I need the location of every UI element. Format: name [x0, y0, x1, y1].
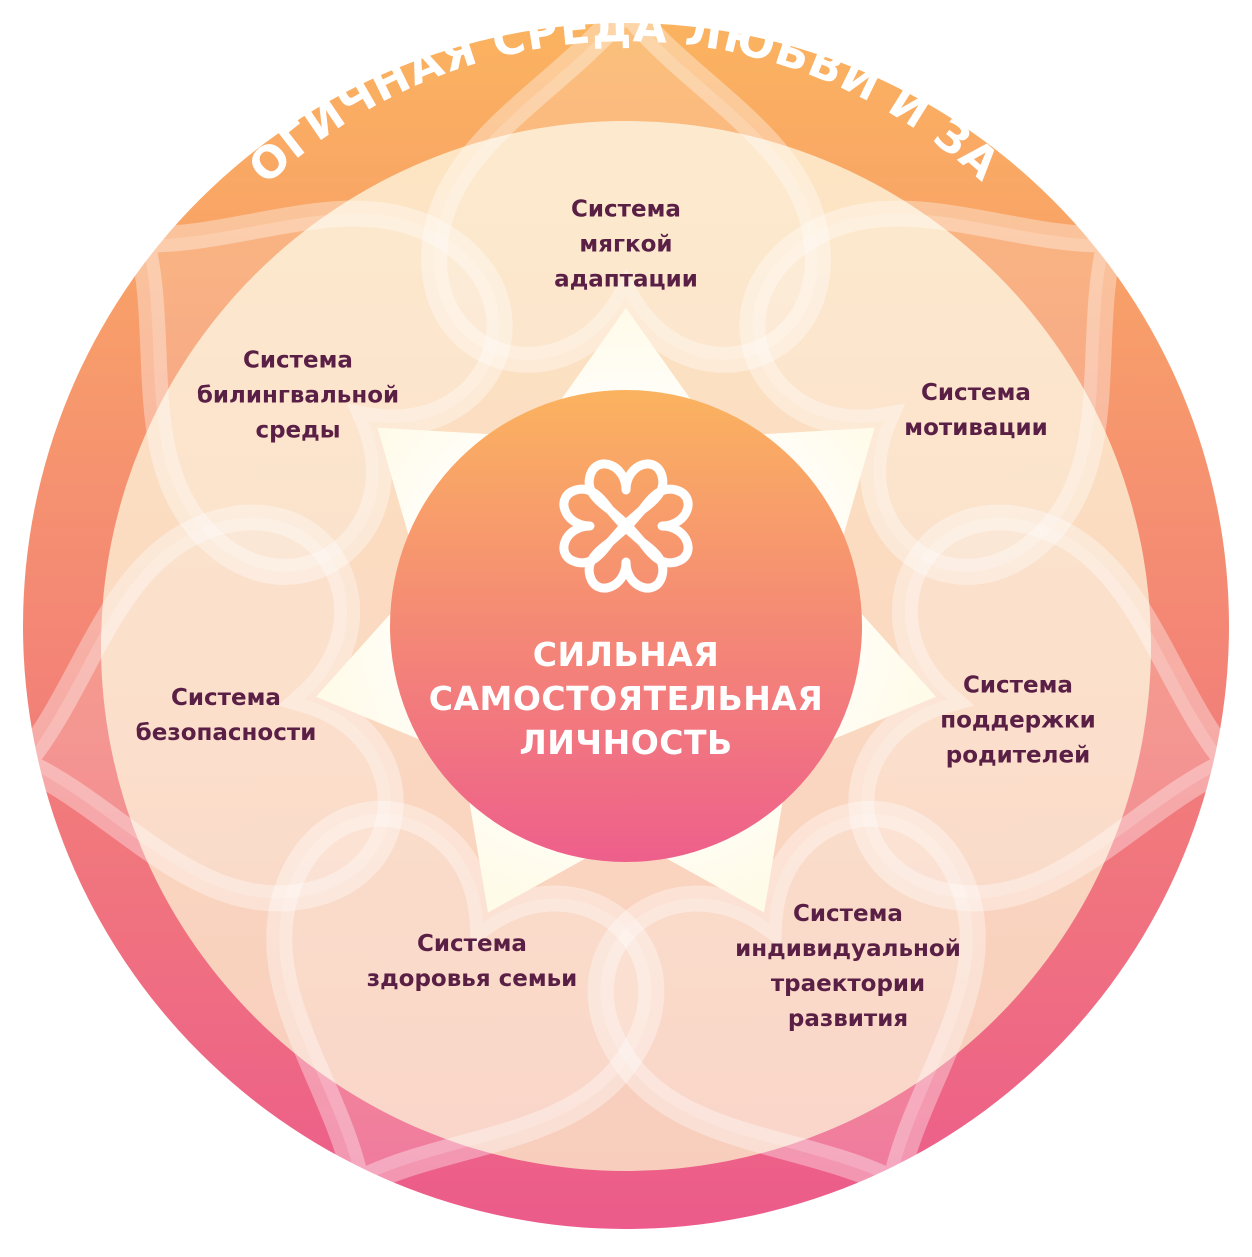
system-label-family-health: Система здоровья семьи — [366, 931, 578, 992]
system-label-soft-adaptation: Система мягкой адаптации — [554, 196, 698, 293]
system-label-motivation: Система мотивации — [904, 380, 1048, 441]
heart-petals — [0, 0, 1252, 1205]
center-circle — [390, 390, 862, 862]
heart-petal — [124, 200, 513, 585]
system-label-bilingual: Система билингвальной среды — [196, 347, 400, 444]
system-label-parent-support: Система поддержки родителей — [940, 672, 1096, 769]
clover-heart-icon — [559, 484, 629, 568]
heart-petal — [848, 504, 1252, 912]
heart-petal — [739, 200, 1128, 585]
system-label-safety: Система безопасности — [135, 685, 317, 746]
heart-petal — [0, 504, 404, 912]
heart-petal — [587, 800, 986, 1205]
system-label-individual-trajectory: Система индивидуальной траектории развит… — [735, 901, 961, 1032]
heart-petal — [266, 800, 665, 1205]
center-title: СИЛЬНАЯ САМОСТОЯТЕЛЬНАЯ ЛИЧНОСТЬ — [428, 635, 824, 762]
clover-hearts-icon — [559, 459, 693, 593]
heart-petal — [421, 0, 831, 373]
